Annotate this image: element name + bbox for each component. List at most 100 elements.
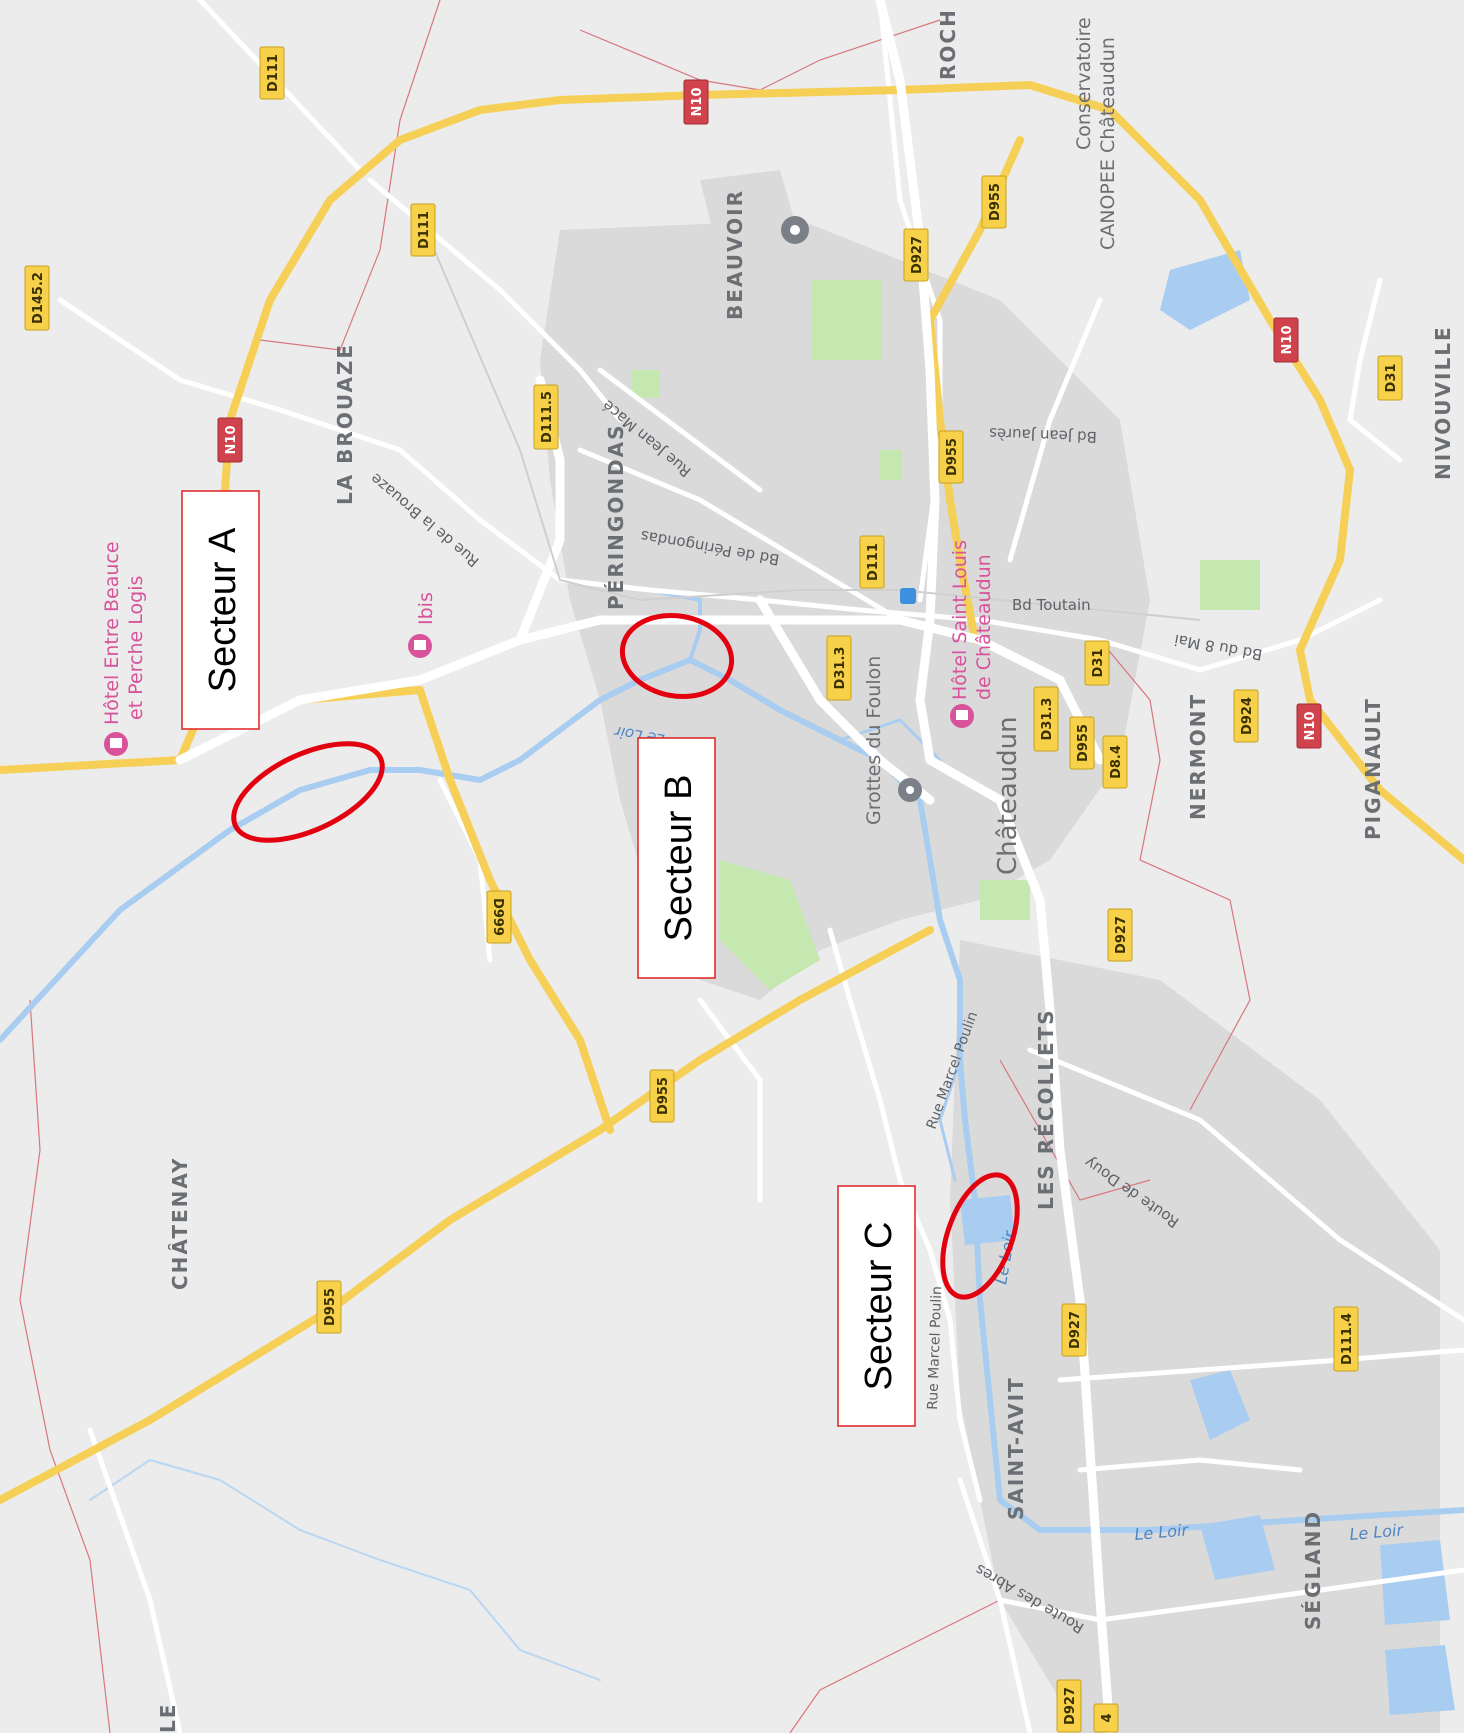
svg-text:D924: D924 <box>1240 697 1255 735</box>
place-label-segland: SÉGLAND <box>1301 1510 1325 1630</box>
shield-d111-b: D111 <box>410 203 436 257</box>
place-label-beauvoir: BEAUVOIR <box>723 189 747 320</box>
place-label-partial-le: LE <box>156 1703 180 1733</box>
sector-markers <box>231 612 1020 1300</box>
place-label-nermont: NERMONT <box>1186 693 1210 820</box>
svg-text:D145.2: D145.2 <box>31 272 46 324</box>
parks <box>632 280 1260 990</box>
svg-text:D8.4: D8.4 <box>1109 745 1124 779</box>
svg-text:D111.4: D111.4 <box>1340 1313 1355 1365</box>
svg-text:D111: D111 <box>866 543 881 581</box>
shield-d927-a: D927 <box>903 228 929 282</box>
shield-d313-b: D31.3 <box>1033 686 1059 752</box>
shield-d1114: D111.4 <box>1333 1306 1359 1372</box>
svg-text:N10: N10 <box>1280 326 1295 355</box>
shield-n10-right: N10 <box>1273 317 1299 363</box>
shield-d313-a: D31.3 <box>826 635 852 701</box>
lakes <box>960 250 1455 1715</box>
svg-text:D955: D955 <box>988 183 1003 221</box>
sector-b-label: Secteur B <box>658 775 700 942</box>
svg-text:N10: N10 <box>690 88 705 117</box>
poi-hotel-saint-louis[interactable]: Hôtel Saint Louis de Châteaudun <box>949 540 995 728</box>
poi-hotel-saint-louis-line1: Hôtel Saint Louis <box>949 540 971 700</box>
svg-text:D955: D955 <box>656 1077 671 1115</box>
place-label-la-brouaze: LA BROUAZE <box>333 343 357 505</box>
poi-conservatoire[interactable]: Conservatoire CANOPEE Châteaudun <box>781 17 1119 250</box>
sector-c-box: Secteur C <box>837 1185 916 1427</box>
shield-d4: 4 <box>1093 1703 1119 1733</box>
svg-text:D927: D927 <box>1063 1687 1078 1725</box>
shield-d111-top: D111 <box>259 46 285 100</box>
shield-d31-right: D31 <box>1377 355 1403 401</box>
svg-text:D111.5: D111.5 <box>540 391 555 443</box>
shield-n10-bottom: N10 <box>1296 703 1322 749</box>
shield-d955-b: D955 <box>938 430 964 484</box>
svg-text:D31: D31 <box>1384 364 1399 393</box>
railway <box>429 239 1201 621</box>
marker-sector-a <box>231 741 385 843</box>
water-label-le-loir-3: Le Loir <box>1134 1520 1190 1544</box>
poi-conservatoire-label: Conservatoire <box>1073 17 1095 150</box>
svg-text:D927: D927 <box>1068 1311 1083 1349</box>
sector-a-box: Secteur A <box>181 490 260 730</box>
pois: Hôtel Entre Beauce et Perche Logis Ibis … <box>101 17 1119 825</box>
shield-n10-top: N10 <box>683 79 709 125</box>
shield-d999: D999 <box>486 890 512 944</box>
place-label-peringondas: PÉRINGONDAS <box>604 423 628 610</box>
svg-text:D955: D955 <box>1076 724 1091 762</box>
poi-hotel-beauce-line1: Hôtel Entre Beauce <box>101 541 123 725</box>
poi-grottes-du-foulon[interactable]: Grottes du Foulon <box>863 656 922 825</box>
svg-text:D111: D111 <box>417 211 432 249</box>
poi-hotel-beauce-line2: et Perche Logis <box>125 576 147 720</box>
shield-d111-c: D111 <box>859 535 885 589</box>
poi-ibis[interactable]: Ibis <box>408 592 437 658</box>
shield-d927-b: D927 <box>1107 908 1133 962</box>
place-label-chateaudun: Châteaudun <box>993 716 1023 875</box>
place-label-saint-avit: SAINT-AVIT <box>1004 1376 1028 1520</box>
place-labels: ROCH BEAUVOIR LA BROUAZE PÉRINGONDAS CHÂ… <box>156 8 1455 1733</box>
poi-hotel-beauce[interactable]: Hôtel Entre Beauce et Perche Logis <box>101 541 147 756</box>
place-label-chatenay: CHÂTENAY <box>168 1157 192 1290</box>
river-le-loir <box>0 588 1464 1681</box>
svg-text:D955: D955 <box>323 1288 338 1326</box>
shield-n10-left: N10 <box>217 417 243 463</box>
street-label-bd-jean-jaures: Bd Jean Jaurès <box>989 424 1097 446</box>
poi-grottes-label: Grottes du Foulon <box>863 656 885 825</box>
sector-a-label: Secteur A <box>202 527 244 692</box>
svg-text:N10: N10 <box>224 426 239 455</box>
sector-b-box: Secteur B <box>637 737 716 979</box>
marker-sector-b <box>619 612 735 700</box>
svg-text:N10: N10 <box>1303 712 1318 741</box>
shield-d927-c: D927 <box>1061 1303 1087 1357</box>
shield-d955-d: D955 <box>649 1069 675 1123</box>
shield-d1452: D145.2 <box>24 265 50 331</box>
svg-text:D31.3: D31.3 <box>1040 698 1055 741</box>
svg-text:D927: D927 <box>910 236 925 274</box>
svg-text:D999: D999 <box>490 898 505 936</box>
place-label-piganault: PIGANAULT <box>1361 697 1385 840</box>
street-label-rue-marcel-poulin-2: Rue Marcel Poulin <box>925 1286 945 1410</box>
shield-d924: D924 <box>1233 689 1259 743</box>
place-label-roch: ROCH <box>936 8 960 80</box>
train-station-icon <box>900 588 916 604</box>
svg-text:D955: D955 <box>945 438 960 476</box>
svg-text:4: 4 <box>1100 1713 1115 1722</box>
shield-d955-a: D955 <box>981 175 1007 229</box>
svg-text:D31.3: D31.3 <box>833 647 848 690</box>
shield-d955-e: D955 <box>316 1280 342 1334</box>
svg-text:D111: D111 <box>266 54 281 92</box>
poi-canopee-label: CANOPEE Châteaudun <box>1097 37 1119 250</box>
svg-text:D31: D31 <box>1091 649 1106 678</box>
shield-d1115: D111.5 <box>533 384 559 450</box>
shield-d927-d: D927 <box>1056 1679 1082 1733</box>
poi-hotel-saint-louis-line2: de Châteaudun <box>973 554 995 700</box>
street-label-bd-toutain: Bd Toutain <box>1012 596 1091 614</box>
sector-c-label: Secteur C <box>858 1222 900 1391</box>
place-label-les-recollets: LES RÉCOLLETS <box>1034 1008 1058 1210</box>
shield-d84: D8.4 <box>1102 735 1128 789</box>
place-label-nivouville: NIVOUVILLE <box>1431 325 1455 480</box>
svg-text:D927: D927 <box>1114 916 1129 954</box>
shield-d955-c: D955 <box>1069 716 1095 770</box>
road-shields: D111 N10 D111 D145.2 D955 D927 N10 D31 D… <box>24 46 1403 1733</box>
